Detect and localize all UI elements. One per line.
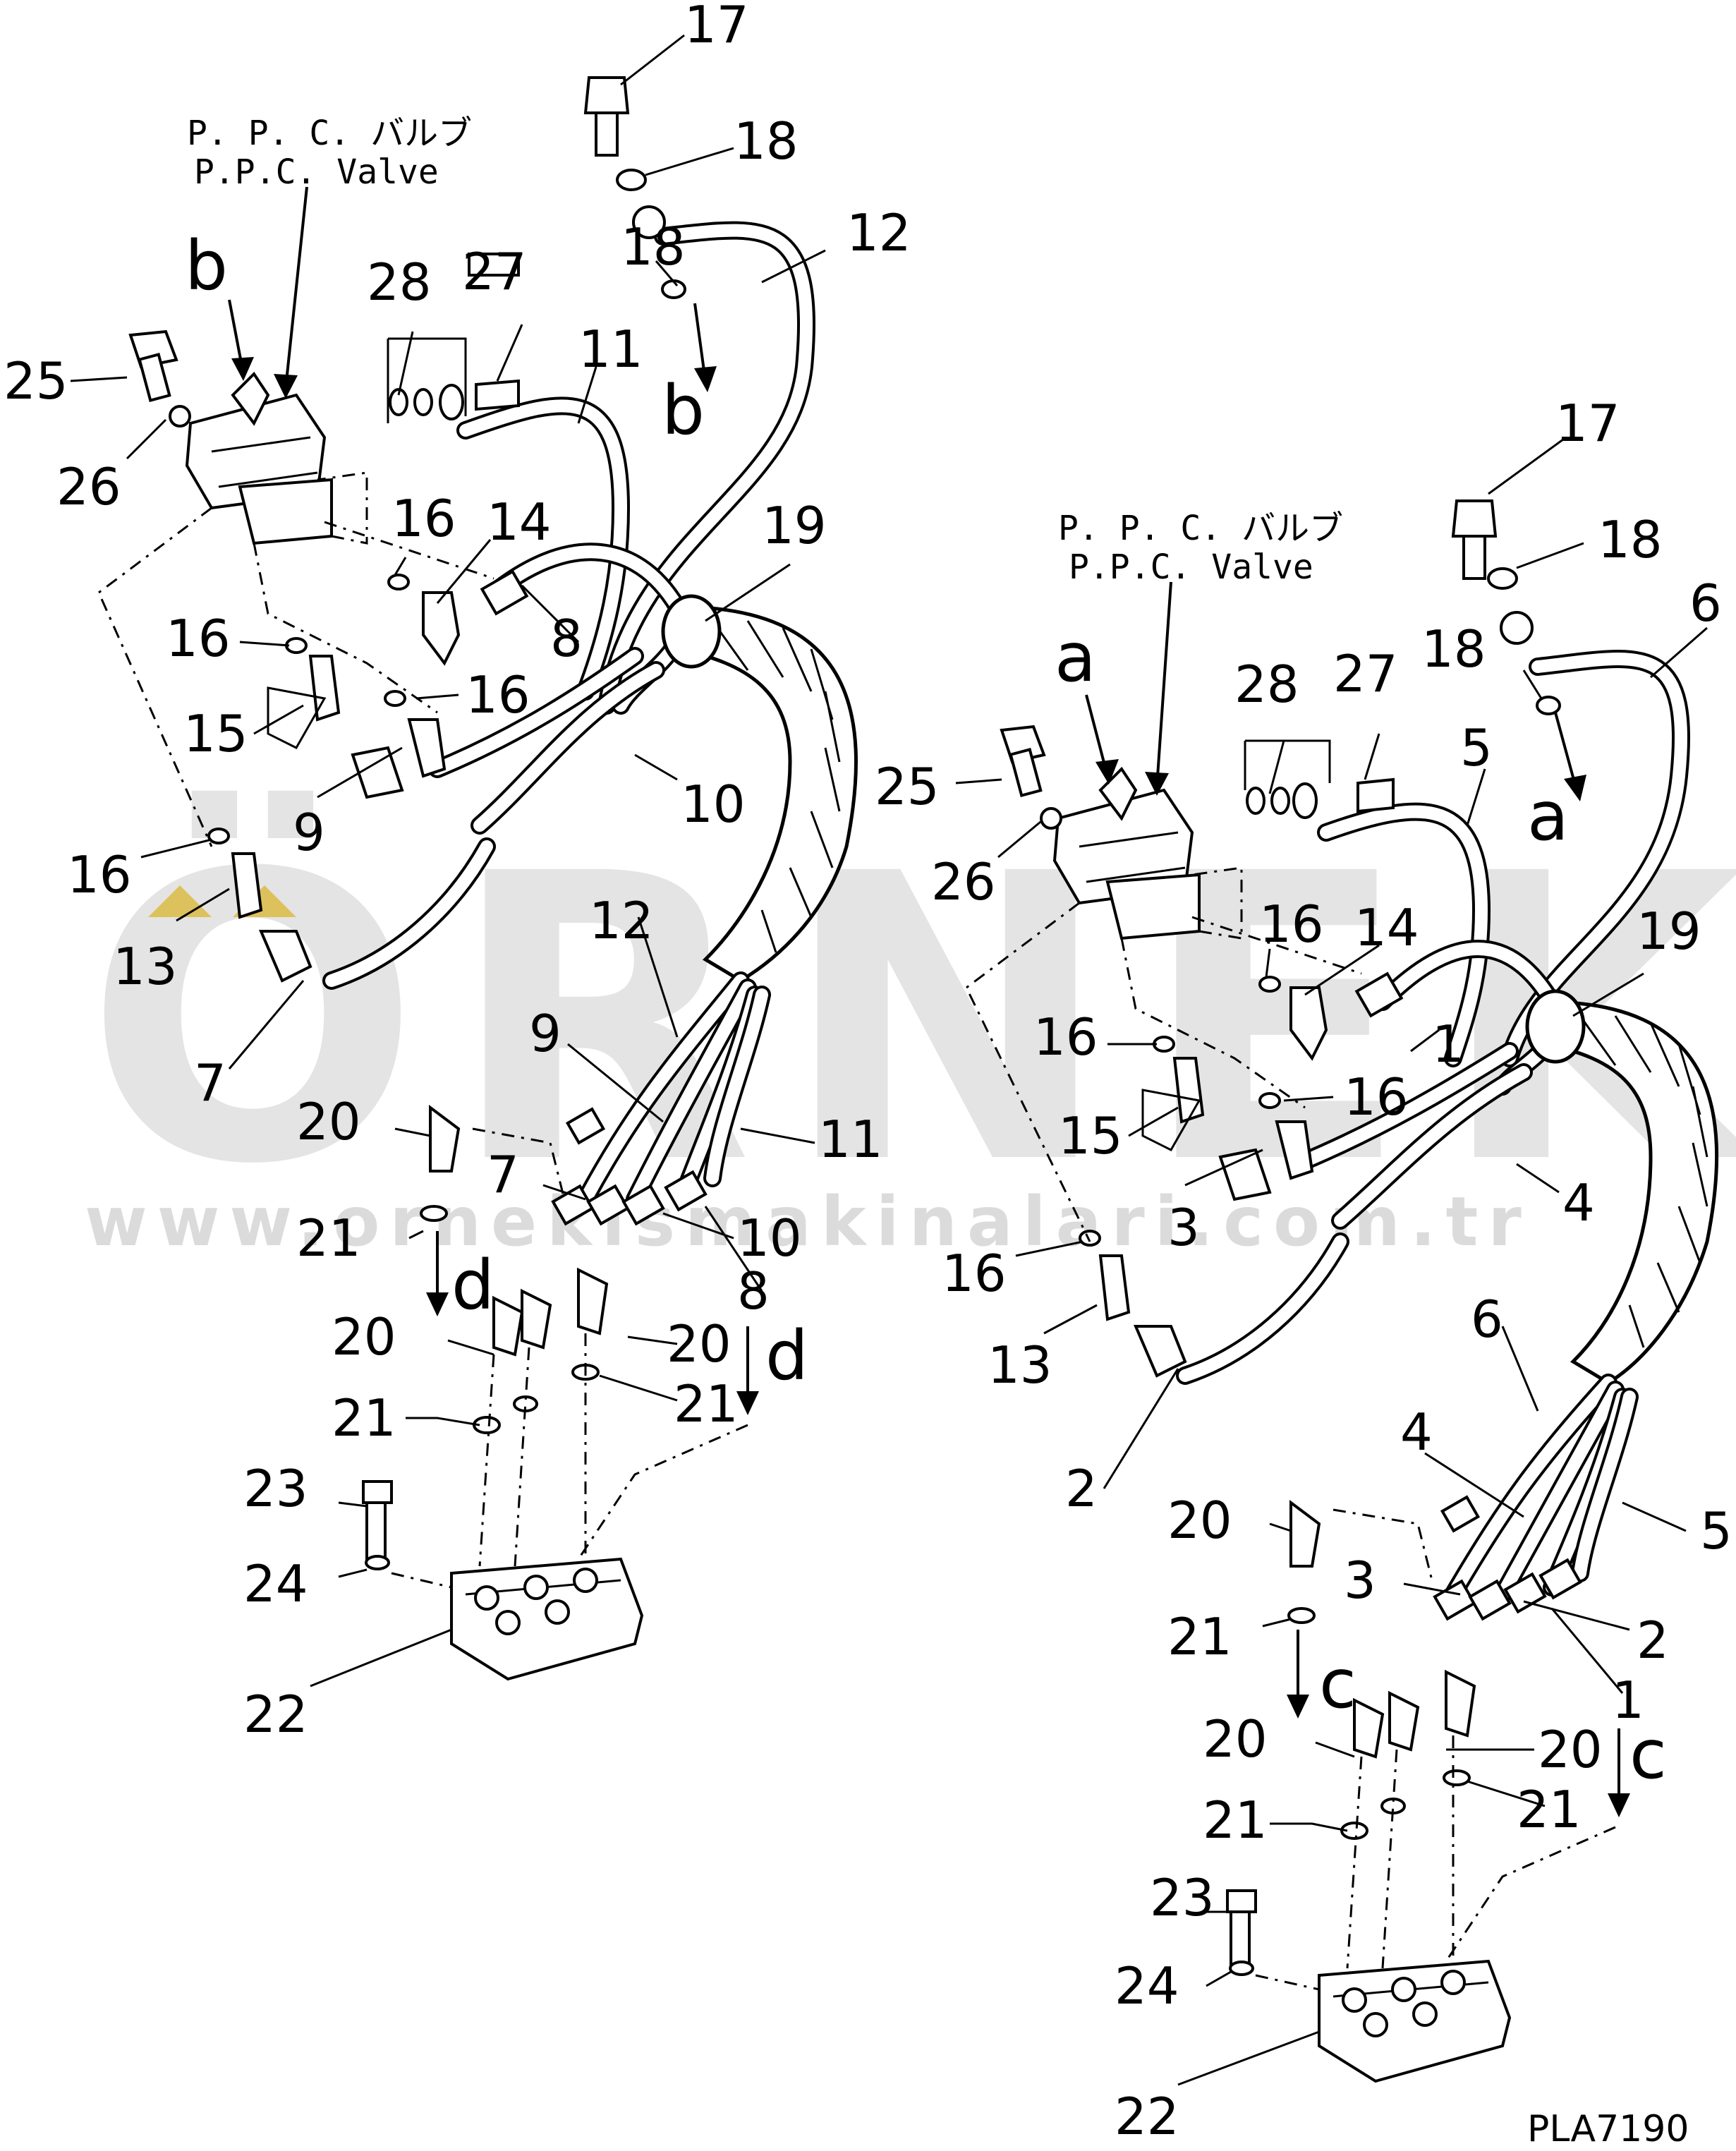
part-27: 27 — [1333, 644, 1398, 703]
ppc-valve-left — [185, 371, 333, 545]
part-22: 22 — [243, 1685, 308, 1744]
part-16: 16 — [1259, 895, 1324, 954]
leader-lines — [70, 34, 1708, 2086]
view-b-arrow: b — [662, 371, 705, 450]
part-14: 14 — [1354, 898, 1419, 957]
part-20: 20 — [1538, 1720, 1603, 1779]
part-13: 13 — [113, 937, 178, 996]
view-d-right: d — [765, 1316, 808, 1395]
watermark: ÖRNEK www.ornekismakinalari.com.tr — [85, 787, 1736, 1261]
part-6: 6 — [1471, 1290, 1503, 1349]
part-9: 9 — [293, 803, 325, 862]
watermark-url: www.ornekismakinalari.com.tr — [85, 1182, 1531, 1261]
valve-label-jp-left: P. P. C. バルブ — [187, 114, 472, 153]
part-21: 21 — [1517, 1780, 1582, 1839]
part-10: 10 — [737, 1208, 802, 1268]
part-labels-right: 17 18 6 18 25 26 28 27 5 19 16 14 1 16 1… — [875, 394, 1732, 2146]
view-d-left: d — [451, 1246, 494, 1325]
valve-label-en-left: P.P.C. Valve — [194, 152, 439, 192]
part-8: 8 — [737, 1261, 770, 1321]
part-22: 22 — [1115, 2087, 1179, 2146]
part-5: 5 — [1460, 718, 1493, 777]
part-14: 14 — [487, 492, 552, 552]
part-7: 7 — [487, 1145, 519, 1204]
part-24: 24 — [243, 1554, 308, 1613]
left-assembly — [97, 76, 858, 1681]
part-11: 11 — [578, 320, 643, 379]
view-a-left: a — [1055, 618, 1096, 697]
part-20: 20 — [1203, 1709, 1268, 1769]
part-5: 5 — [1700, 1501, 1732, 1561]
part-15: 15 — [1058, 1106, 1123, 1165]
part-25: 25 — [4, 351, 68, 411]
part-12: 12 — [846, 203, 911, 262]
part-2: 2 — [1637, 1611, 1669, 1670]
part-21: 21 — [296, 1208, 361, 1268]
part-21: 21 — [332, 1388, 396, 1448]
part-18: 18 — [1598, 510, 1663, 569]
part-7: 7 — [194, 1053, 226, 1113]
part-20: 20 — [667, 1314, 732, 1374]
view-b-left: b — [185, 226, 228, 305]
part-16: 16 — [166, 609, 231, 668]
part-20: 20 — [296, 1092, 361, 1151]
part-15: 15 — [183, 704, 248, 763]
part-2: 2 — [1065, 1459, 1098, 1518]
valve-label-en-right: P.P.C. Valve — [1069, 547, 1313, 587]
part-16: 16 — [466, 665, 530, 725]
part-28: 28 — [367, 253, 432, 312]
part-1: 1 — [1612, 1671, 1644, 1730]
part-16: 16 — [942, 1244, 1007, 1303]
part-25: 25 — [875, 757, 940, 816]
part-28: 28 — [1234, 655, 1299, 714]
part-27: 27 — [462, 242, 527, 301]
part-20: 20 — [1167, 1491, 1232, 1550]
part-26: 26 — [931, 852, 996, 911]
part-11: 11 — [818, 1110, 883, 1169]
part-8: 8 — [550, 609, 583, 668]
part-26: 26 — [56, 457, 121, 516]
part-17: 17 — [684, 0, 749, 54]
right-assembly — [965, 499, 1719, 2083]
part-1: 1 — [1432, 1014, 1464, 1074]
part-17: 17 — [1555, 394, 1620, 453]
part-4: 4 — [1562, 1173, 1595, 1232]
valve-label-jp-right: P. P. C. バルブ — [1058, 509, 1343, 548]
drawing-code: PLA7190 — [1527, 2108, 1689, 2150]
part-18: 18 — [1421, 619, 1486, 679]
part-16: 16 — [391, 489, 456, 548]
part-21: 21 — [1203, 1791, 1268, 1850]
part-6: 6 — [1689, 574, 1722, 633]
part-9: 9 — [529, 1004, 562, 1063]
view-arrows — [426, 303, 1630, 1817]
part-16: 16 — [1033, 1007, 1098, 1067]
part-24: 24 — [1115, 1956, 1179, 2016]
part-18: 18 — [621, 217, 686, 277]
part-21: 21 — [1167, 1607, 1232, 1666]
part-3: 3 — [1344, 1551, 1376, 1610]
part-23: 23 — [243, 1459, 308, 1518]
part-19: 19 — [762, 496, 827, 555]
part-labels-left: 17 18 12 18 25 26 28 27 11 19 16 14 8 16… — [4, 0, 911, 1744]
part-21: 21 — [674, 1374, 739, 1434]
part-20: 20 — [332, 1307, 396, 1367]
part-10: 10 — [681, 775, 746, 834]
view-c-left: c — [1319, 1644, 1356, 1723]
part-18: 18 — [734, 111, 799, 171]
ppc-valve-right — [1052, 766, 1201, 940]
part-23: 23 — [1150, 1868, 1215, 1927]
part-13: 13 — [988, 1335, 1052, 1395]
part-12: 12 — [589, 891, 654, 950]
part-16: 16 — [1344, 1067, 1409, 1127]
view-a-arrow: a — [1527, 777, 1569, 856]
part-16: 16 — [67, 845, 132, 904]
part-3: 3 — [1167, 1198, 1200, 1257]
view-c-right: c — [1629, 1715, 1667, 1794]
watermark-brand: ÖRNEK — [85, 787, 1736, 1251]
part-19: 19 — [1637, 902, 1701, 961]
part-4: 4 — [1400, 1402, 1433, 1462]
